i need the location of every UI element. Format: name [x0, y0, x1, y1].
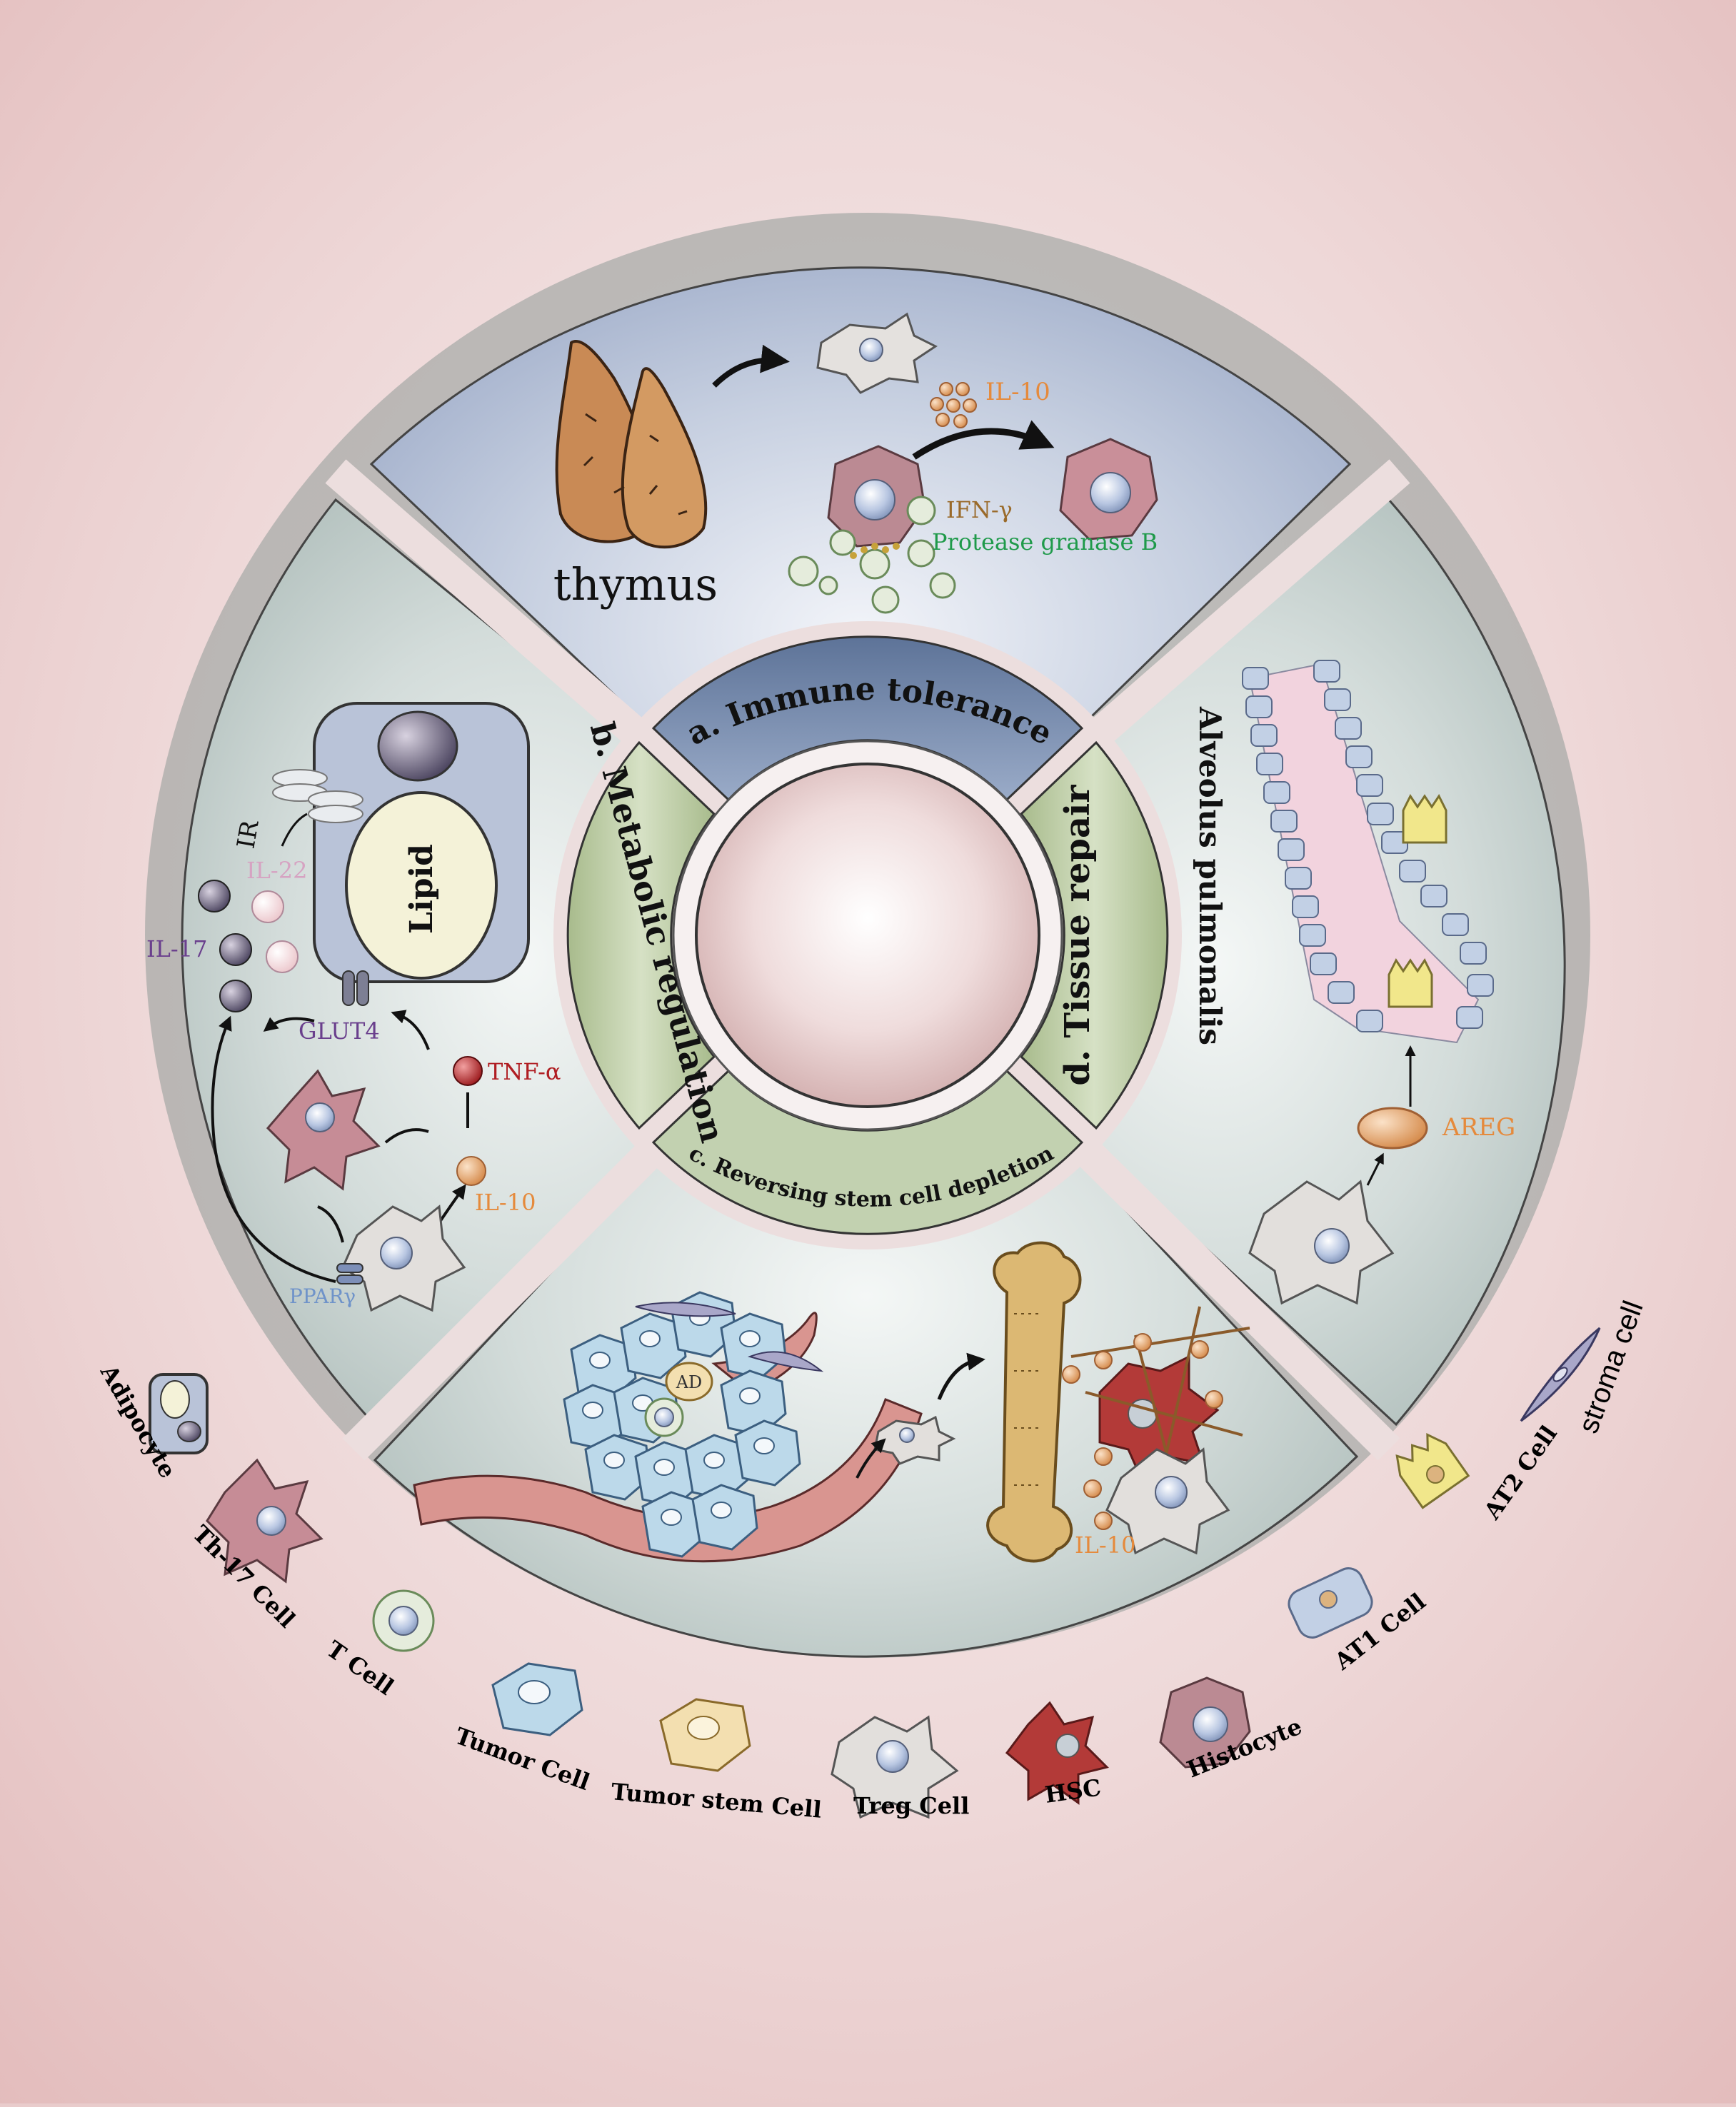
arrow-il10-to-histocyte [912, 420, 1055, 460]
legend-treg-icon [831, 1715, 959, 1819]
blood-vessel [413, 1398, 923, 1563]
glut4-transporter [342, 970, 369, 1006]
legend-th17-icon [206, 1458, 323, 1584]
legend-treg-label: Treg Cell [853, 1792, 969, 1819]
ppar-gamma-label: PPARγ [289, 1284, 356, 1308]
treg-cell-d [1248, 1180, 1395, 1305]
protease-granase-label: Protease granase B [932, 528, 1158, 555]
stroma-cells-c [635, 1302, 824, 1372]
t-cells-cluster-a [788, 496, 956, 614]
il10-label-a: IL-10 [985, 378, 1050, 406]
panel-a: thymus IL-10 IFN-γ Protease granas [553, 312, 1158, 614]
ir-label: IR [231, 818, 264, 851]
treg-cell-b [341, 1205, 466, 1312]
histocyte-a-right [1059, 438, 1158, 540]
adipocyte-large [313, 702, 530, 983]
tnf-alpha-label: TNF-α [488, 1058, 561, 1085]
tumor-cell-cluster [563, 1291, 801, 1558]
bone [986, 1241, 1082, 1563]
panel-d: Alveolus pulmonalis AREG [1193, 660, 1515, 1305]
il10-ball-b [456, 1156, 486, 1186]
sector-d-tissue-repair [866, 498, 1566, 1427]
legend-adipocyte-icon [149, 1373, 209, 1454]
il17-label: IL-17 [146, 935, 207, 962]
legend-tcell-icon [372, 1589, 435, 1652]
center-circle [695, 763, 1040, 1108]
il22-label: IL-22 [246, 857, 307, 884]
arrow-thymus-to-treg [712, 344, 790, 388]
arrow-glut4 [263, 1017, 315, 1032]
tnf-alpha-ball [453, 1056, 483, 1086]
thymus-organ [555, 340, 708, 549]
arrow-vessel-to-treg [856, 1438, 886, 1479]
treg-cell-top [816, 312, 938, 394]
granule-dots-a [850, 543, 900, 559]
ifn-gamma-label: IFN-γ [946, 496, 1013, 523]
sector-d-label: d. Tissue repair [1058, 785, 1098, 1086]
legend-stroma-icon [1520, 1327, 1601, 1422]
tumor-stem-cell-ad: AD [665, 1362, 713, 1402]
il17-ball-3 [219, 980, 252, 1012]
stroma-lines-c [1070, 1306, 1250, 1472]
ir-inhibition [281, 813, 308, 847]
il17-ball-1 [198, 880, 231, 912]
legend: Adipocyte Th-17 Cell T Cell Tumor Cell T… [95, 1297, 1650, 1823]
panel-b: Lipid IR IL-22 IL-17 GLUT4 TNF-α IL-10 [146, 702, 561, 1312]
ring-segment-b [566, 740, 716, 1130]
insulin-receptor [272, 769, 363, 823]
arrow-ppar-long [211, 1015, 336, 1283]
legend-histocyte-icon [1159, 1676, 1251, 1769]
ad-label: AD [676, 1372, 703, 1392]
histocyte-a-left [827, 445, 926, 548]
il22-ball-2 [266, 940, 298, 973]
t-cell-c [644, 1397, 684, 1437]
legend-tumorstem-icon [659, 1698, 751, 1772]
at1-cell-lining [1242, 660, 1494, 1032]
arrow-treg-to-bone [937, 1352, 985, 1400]
il17-ball-2 [219, 933, 252, 966]
at2-cells-d [1388, 794, 1447, 1008]
alveolus-label: Alveolus pulmonalis [1193, 706, 1228, 1045]
ring-segment-d [1019, 740, 1169, 1130]
th17-cell-b [266, 1069, 381, 1191]
legend-hsc-icon [1005, 1701, 1109, 1805]
thymus-label: thymus [553, 558, 718, 610]
glut4-label: GLUT4 [298, 1017, 380, 1045]
il10-label-c: IL-10 [1075, 1532, 1135, 1559]
legend-at2-icon [1395, 1432, 1470, 1509]
il10-particles-a [930, 382, 977, 428]
inner-ring [553, 621, 1182, 1249]
arrow-tnf-to-adipocyte [391, 1010, 430, 1050]
inhibit-treg-th17 [317, 1205, 344, 1243]
treg-cell-c [873, 1415, 956, 1465]
il10-label-b: IL-10 [475, 1189, 536, 1216]
legend-at1-icon [1288, 1567, 1373, 1639]
legend-tumor-icon [491, 1662, 583, 1736]
arrow-treg-to-areg [1366, 1152, 1384, 1186]
areg-cell [1357, 1107, 1428, 1150]
treg-cell-c2 [1105, 1447, 1230, 1555]
il22-ball-1 [251, 890, 284, 923]
ppar-receptor [336, 1263, 363, 1284]
panel-c: AD IL- [413, 1241, 1250, 1563]
areg-label: AREG [1442, 1113, 1515, 1142]
lipid-label: Lipid [403, 844, 440, 934]
inhibit-th17 [384, 1128, 429, 1144]
